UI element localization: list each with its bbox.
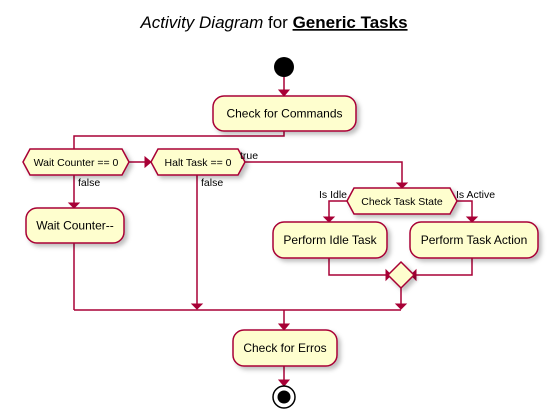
edge-label-halt-false: false <box>201 177 223 189</box>
title-connector: for <box>263 13 292 32</box>
activity-perform-idle-task <box>272 221 388 259</box>
activity-check-commands <box>212 95 357 132</box>
decision-check-task-state-label: Check Task State <box>361 196 443 208</box>
activity-check-errors-label: Check for Erros <box>243 341 326 355</box>
activity-perform-task-action-label: Perform Task Action <box>421 233 528 247</box>
activity-perform-idle-task-label: Perform Idle Task <box>283 233 377 247</box>
edge-label-wait-false: false <box>78 177 100 189</box>
activity-wait-counter-decrement-label: Wait Counter-- <box>36 219 114 233</box>
merge-node <box>386 260 416 290</box>
decision-halt-task-label: Halt Task == 0 <box>165 157 232 169</box>
title-prefix: Activity Diagram <box>139 13 263 32</box>
decision-check-task-state <box>346 187 458 215</box>
edge-label-is-active: Is Active <box>456 189 495 201</box>
decision-halt-task <box>150 148 246 176</box>
activity-check-commands-label: Check for Commands <box>226 107 342 121</box>
connector-lines <box>67 77 479 387</box>
decision-wait-counter-label: Wait Counter == 0 <box>34 157 119 169</box>
edge-label-is-idle: Is Idle <box>319 189 347 201</box>
start-node <box>274 57 294 77</box>
end-node <box>272 385 296 409</box>
activity-check-errors <box>232 329 338 367</box>
title-subject: Generic Tasks <box>293 13 408 32</box>
activity-wait-counter-decrement <box>25 207 125 244</box>
diagram-title: Activity Diagram for Generic Tasks <box>139 13 407 32</box>
decision-wait-counter <box>22 148 130 176</box>
edge-label-halt-true: true <box>240 150 258 162</box>
activity-perform-task-action <box>409 221 539 259</box>
